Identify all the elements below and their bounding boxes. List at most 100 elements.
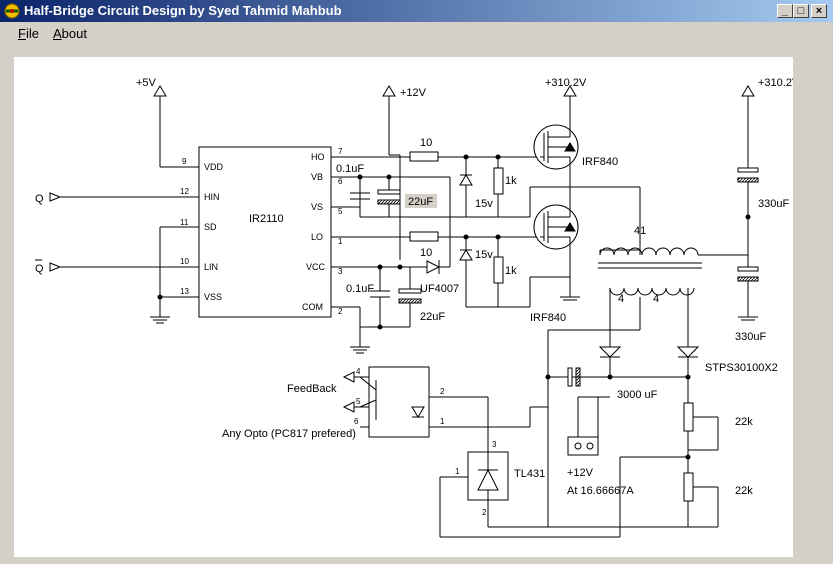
- menu-about-mnemonic: A: [53, 26, 62, 41]
- opto-pin-6: 6: [354, 417, 359, 426]
- pin-vcc-label: VCC: [306, 262, 326, 272]
- diode-stps-label: STPS30100X2: [705, 362, 778, 374]
- res-1k-bottom: [493, 256, 504, 284]
- cap-330uf-bottom: [737, 266, 759, 272]
- pin-number-3: 3: [338, 267, 343, 276]
- diode-uf4007-label: UF4007: [420, 283, 459, 295]
- pin-number-7: 7: [338, 147, 343, 156]
- pin-lo-label: LO: [311, 232, 323, 242]
- res-1k-top-label: 1k: [505, 175, 517, 187]
- cap-22uf-bottom-label: 22uF: [420, 311, 445, 323]
- res-22k-top-label: 22k: [735, 416, 753, 428]
- res-22k-top: [683, 402, 694, 432]
- pin-vb-label: VB: [311, 172, 323, 182]
- diode-stps-b: [676, 346, 700, 358]
- menu-file[interactable]: File: [18, 26, 39, 41]
- res-1k-top: [493, 167, 504, 195]
- menu-file-label: ile: [25, 26, 39, 41]
- cap-01uf-bottom-label: 0.1uF: [346, 283, 374, 295]
- cap-330uf-bottom-label: 330uF: [735, 331, 766, 343]
- cap-01uf-top-label: 0.1uF: [336, 163, 364, 175]
- pin-hin-label: HIN: [204, 192, 220, 202]
- pin-ho-label: HO: [311, 152, 325, 162]
- rail-5v-label: +5V: [136, 77, 157, 89]
- transformer: [598, 247, 748, 296]
- pin-sd-label: SD: [204, 222, 217, 232]
- gate-resistor-lo: [409, 231, 439, 242]
- optocoupler: [368, 366, 430, 438]
- ground-symbol-vcc: [350, 346, 370, 354]
- input-q-label: Q: [35, 193, 44, 205]
- schematic-diagram: +5V IR2110 VDD HIN SD LIN VSS HO VB VS L…: [35, 77, 793, 538]
- pin-number-9: 9: [182, 157, 187, 166]
- pin-number-6: 6: [338, 177, 343, 186]
- opto-pin-5: 5: [356, 397, 361, 406]
- input-q-symbol: [49, 192, 199, 202]
- opto-pin-2: 2: [440, 387, 445, 396]
- shunt-pin-2: 2: [482, 508, 487, 517]
- out-voltage-label: +12V: [567, 467, 594, 479]
- cap-3000uf: [567, 367, 573, 387]
- feedback-arrow-4: [342, 371, 355, 383]
- res-22k-bottom-label: 22k: [735, 485, 753, 497]
- pin-number-5: 5: [338, 207, 343, 216]
- maximize-button[interactable]: □: [793, 4, 809, 18]
- pin-number-11: 11: [180, 218, 189, 227]
- rail-310-b-label: +310.2V: [758, 77, 793, 89]
- mosfet-top: [533, 124, 579, 187]
- gate-res-hi-label: 10: [420, 137, 432, 149]
- mosfet-bottom-label: IRF840: [530, 312, 566, 324]
- cap-22uf-top-label: 22uF: [408, 196, 433, 208]
- cap-3000uf-label: 3000 uF: [617, 389, 658, 401]
- feedback-label: FeedBack: [287, 383, 337, 395]
- ground-symbol-mosfet: [560, 296, 580, 301]
- ground-symbol-330uf: [738, 316, 758, 321]
- cap-330uf-top: [737, 167, 759, 173]
- vcc-310v-symbol-a: [563, 85, 577, 127]
- rail-310-a-label: +310.2V: [545, 77, 587, 89]
- title-bar[interactable]: Half-Bridge Circuit Design by Syed Tahmi…: [0, 0, 833, 22]
- sd-vss-ground: [150, 226, 199, 324]
- menu-about[interactable]: About: [53, 26, 87, 41]
- opto-label: Any Opto (PC817 prefered): [222, 428, 356, 440]
- rail-12v-label: +12V: [400, 87, 427, 99]
- window-title: Half-Bridge Circuit Design by Syed Tahmi…: [24, 3, 342, 18]
- res-22k-bottom: [683, 472, 694, 502]
- pin-vdd-label: VDD: [204, 162, 224, 172]
- shunt-name-label: TL431: [514, 468, 545, 480]
- shunt-pin-3: 3: [492, 440, 497, 449]
- menu-file-mnemonic: F: [18, 26, 26, 41]
- pin-number-2: 2: [338, 307, 343, 316]
- close-button[interactable]: ×: [811, 4, 827, 18]
- feedback-arrow-5: [342, 401, 355, 413]
- vcc-5v-symbol: [153, 85, 199, 168]
- zener-15v-top-label: 15v: [475, 198, 493, 210]
- pin-number-12: 12: [180, 187, 189, 196]
- pin-number-10: 10: [180, 257, 189, 266]
- mosfet-top-label: IRF840: [582, 156, 618, 168]
- cap-22uf-top: [377, 177, 401, 217]
- res-1k-bottom-label: 1k: [505, 265, 517, 277]
- menu-bar: File About: [0, 22, 833, 44]
- transformer-sec-b-label: 4: [653, 293, 659, 305]
- pin-vss-label: VSS: [204, 292, 222, 302]
- pin-lin-label: LIN: [204, 262, 218, 272]
- mosfet-bottom: [533, 187, 579, 297]
- input-qbar-label: Q: [35, 263, 44, 275]
- transformer-primary-label: 41: [634, 225, 646, 237]
- pin-number-1: 1: [338, 237, 343, 246]
- schematic-canvas: +5V IR2110 VDD HIN SD LIN VSS HO VB VS L…: [14, 57, 793, 557]
- zener-15v-bottom-label: 15v: [475, 249, 493, 261]
- gate-resistor-hi: [409, 151, 439, 162]
- menu-about-label: bout: [61, 26, 87, 41]
- input-qbar-symbol: [35, 259, 199, 272]
- opto-pin-1: 1: [440, 417, 445, 426]
- shunt-pin-1: 1: [455, 467, 460, 476]
- gate-res-lo-label: 10: [420, 247, 432, 259]
- minimize-button[interactable]: _: [777, 4, 793, 18]
- out-current-label: At 16.66667A: [567, 485, 634, 497]
- diode-stps-a: [598, 346, 622, 358]
- pin-number-13: 13: [180, 287, 189, 296]
- pin-com-label: COM: [302, 302, 323, 312]
- transformer-sec-a-label: 4: [618, 293, 624, 305]
